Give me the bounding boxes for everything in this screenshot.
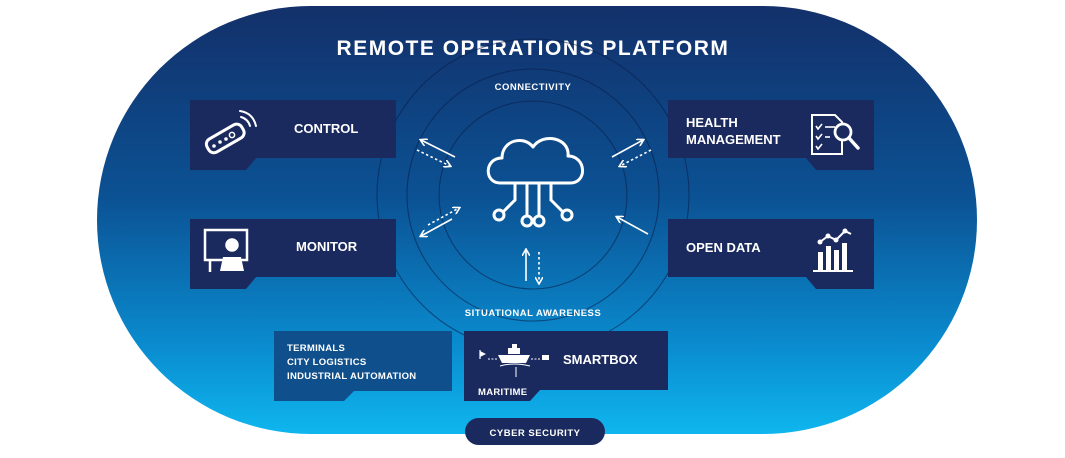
situational-awareness-label: SITUATIONAL AWARENESS (465, 308, 601, 319)
applications-box: TERMINALS CITY LOGISTICS INDUSTRIAL AUTO… (274, 331, 452, 401)
arrow-health-in (620, 149, 652, 166)
application-item: CITY LOGISTICS (287, 357, 367, 368)
arrow-control-out (421, 140, 456, 158)
control-module[interactable]: CONTROL (190, 100, 396, 170)
document-search-icon (811, 114, 860, 155)
health-management-module[interactable]: HEALTH MANAGEMENT (668, 100, 874, 170)
bar-chart-icon (813, 228, 853, 272)
arrow-monitor-in (427, 208, 459, 226)
monitor-module[interactable]: MONITOR (190, 219, 396, 289)
arrow-health-out (611, 140, 643, 158)
connectivity-label: CONNECTIVITY (495, 82, 572, 93)
smartbox-module[interactable]: SMARTBOX MARITIME (464, 331, 668, 401)
control-label: CONTROL (294, 121, 358, 136)
open-data-module[interactable]: OPEN DATA (668, 219, 874, 289)
application-item: INDUSTRIAL AUTOMATION (287, 371, 416, 382)
open-data-label: OPEN DATA (686, 240, 761, 255)
smartbox-label: SMARTBOX (563, 352, 638, 367)
arrow-control-in (416, 149, 450, 166)
monitor-operator-icon (203, 228, 249, 272)
page-title: REMOTE OPERATIONS PLATFORM (337, 37, 730, 60)
application-item: TERMINALS (287, 343, 345, 354)
cloud-circuit-icon (486, 137, 584, 228)
health-label-line2: MANAGEMENT (686, 132, 781, 147)
data-flow-arrows (416, 140, 652, 283)
arrow-monitor-out (421, 218, 453, 236)
cyber-security-badge[interactable]: CYBER SECURITY (465, 418, 605, 445)
smartbox-sublabel: MARITIME (478, 387, 527, 398)
monitor-label: MONITOR (296, 239, 358, 254)
health-label-line1: HEALTH (686, 115, 738, 130)
remote-control-icon (204, 110, 257, 155)
arrow-open-data (617, 217, 649, 235)
connectivity-rings (376, 38, 690, 352)
cyber-security-label: CYBER SECURITY (490, 428, 581, 439)
ship-icon (479, 344, 549, 377)
